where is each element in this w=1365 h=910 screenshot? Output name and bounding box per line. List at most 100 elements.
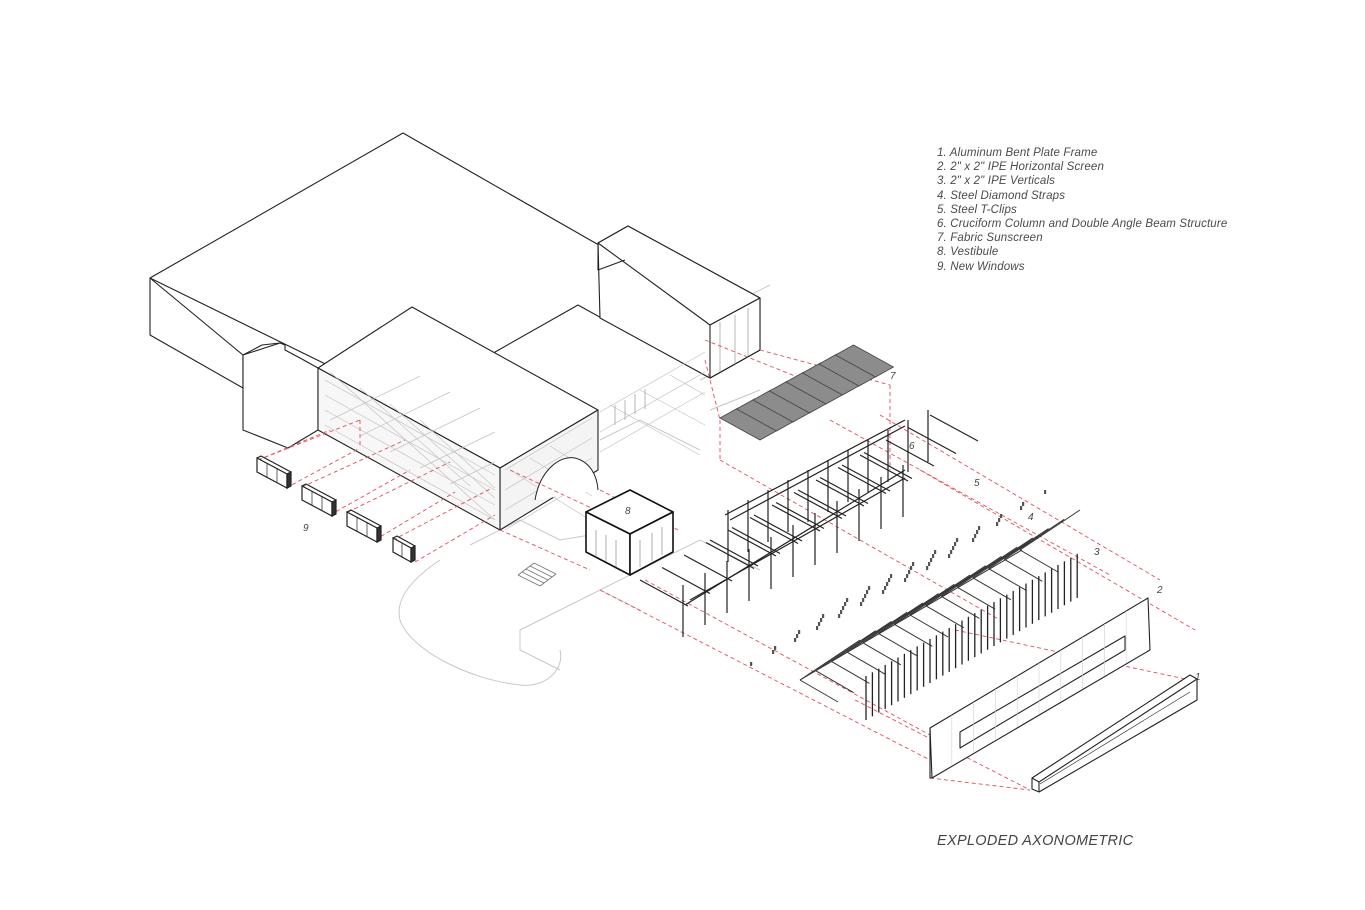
beam-front [661,566,711,595]
t-clip [928,562,931,566]
diamond-strap [878,593,939,634]
callout-labels: 1 2 3 4 5 6 7 8 9 [303,371,1201,683]
legend-item-5: 5. Steel T-Clips [937,203,1017,216]
t-clip [976,530,979,534]
diamond-strap [846,611,908,653]
t-clip [798,630,801,634]
t-clip [978,526,981,530]
girder-mid [724,419,906,516]
diamond-strap [1019,509,1081,551]
t-clip [816,626,819,630]
t-clip [888,578,891,582]
t-clip [844,602,847,606]
t-clip [868,586,871,590]
steel-t-clips [750,490,1047,666]
diamond-strap [956,586,996,610]
callout-8: 8 [625,506,631,517]
t-clip [794,638,797,642]
screen-lines [951,611,1127,766]
beam-back [753,514,803,542]
new-window-4 [392,535,416,564]
t-clip [934,550,937,554]
beam-back [797,489,847,517]
ipe-horizontal-screen [929,597,1151,779]
beam-back [929,414,979,442]
diamond-strap [909,614,949,638]
legend-item-3: 3. 2" x 2" IPE Verticals [937,175,1056,188]
diamond-strap [1004,518,1065,560]
t-clip [952,546,955,550]
t-clip [1044,490,1047,494]
beam-back [731,526,781,555]
aluminum-bent-plate-frame [1031,674,1198,793]
t-clip [912,562,915,566]
strap-edge [861,541,1031,641]
t-clip [974,534,977,538]
diamond-strap [799,679,839,703]
t-clip [954,542,957,546]
diamond-strap [831,660,870,684]
diamond-strap [1019,549,1059,573]
new-window-3 [346,509,382,543]
beam-front [727,529,777,557]
t-clip [822,614,825,618]
callout-5: 5 [974,478,980,489]
t-clip [818,622,821,626]
vestibule [585,489,674,576]
t-clip [998,518,1001,522]
t-clip [996,522,999,526]
legend-item-4: 4. Steel Diamond Straps [937,189,1066,202]
annex-windows [614,308,749,425]
diamond-strap [815,670,854,694]
t-clip [796,634,799,638]
callout-3: 3 [1094,547,1100,558]
legend-item-8: 8. Vestibule [937,246,999,259]
ipe-verticals [865,553,1078,720]
t-clip [884,586,887,590]
diamond-strap [894,623,933,647]
diamond-strap [941,595,980,619]
t-clip [1000,514,1003,518]
t-clip [890,574,893,578]
existing-building-wing [242,342,319,449]
diamond-strap [972,577,1012,601]
beam-front [837,466,887,495]
callout-1: 1 [1195,672,1201,683]
t-clip [906,574,909,578]
beam-front [815,479,865,507]
t-clip [908,570,911,574]
beam-back [709,539,759,567]
legend-item-2: 2. 2" x 2" IPE Horizontal Screen [937,161,1105,174]
callout-2: 2 [1156,585,1163,596]
beam-front [683,554,733,582]
courtyard-block [317,306,599,531]
callout-9: 9 [303,523,309,534]
beam-back [885,439,935,467]
diamond-strap [831,621,892,662]
beam-back [841,464,891,492]
t-clip [862,598,865,602]
callout-7: 7 [890,371,896,382]
t-clip [774,646,777,650]
t-clip [860,602,863,606]
t-clip [1022,502,1025,506]
beam-front [793,491,843,520]
legend-item-7: 7. Fabric Sunscreen [937,232,1043,245]
legend-item-9: 9. New Windows [937,260,1025,273]
diamond-strap [894,583,955,625]
t-clip [772,650,775,654]
t-clip [910,566,913,570]
legend-item-1: 1. Aluminum Bent Plate Frame [937,147,1098,159]
t-clip [904,578,907,582]
new-window-2 [301,483,337,517]
t-clip [750,662,753,666]
callout-6: 6 [909,441,915,452]
beam-back [819,476,869,505]
t-clip [930,558,933,562]
t-clip [956,538,959,542]
t-clip [932,554,935,558]
beam-back [907,426,957,455]
component-legend: 1. Aluminum Bent Plate Frame 2. 2" x 2" … [937,146,1227,274]
diamond-strap [799,639,861,681]
